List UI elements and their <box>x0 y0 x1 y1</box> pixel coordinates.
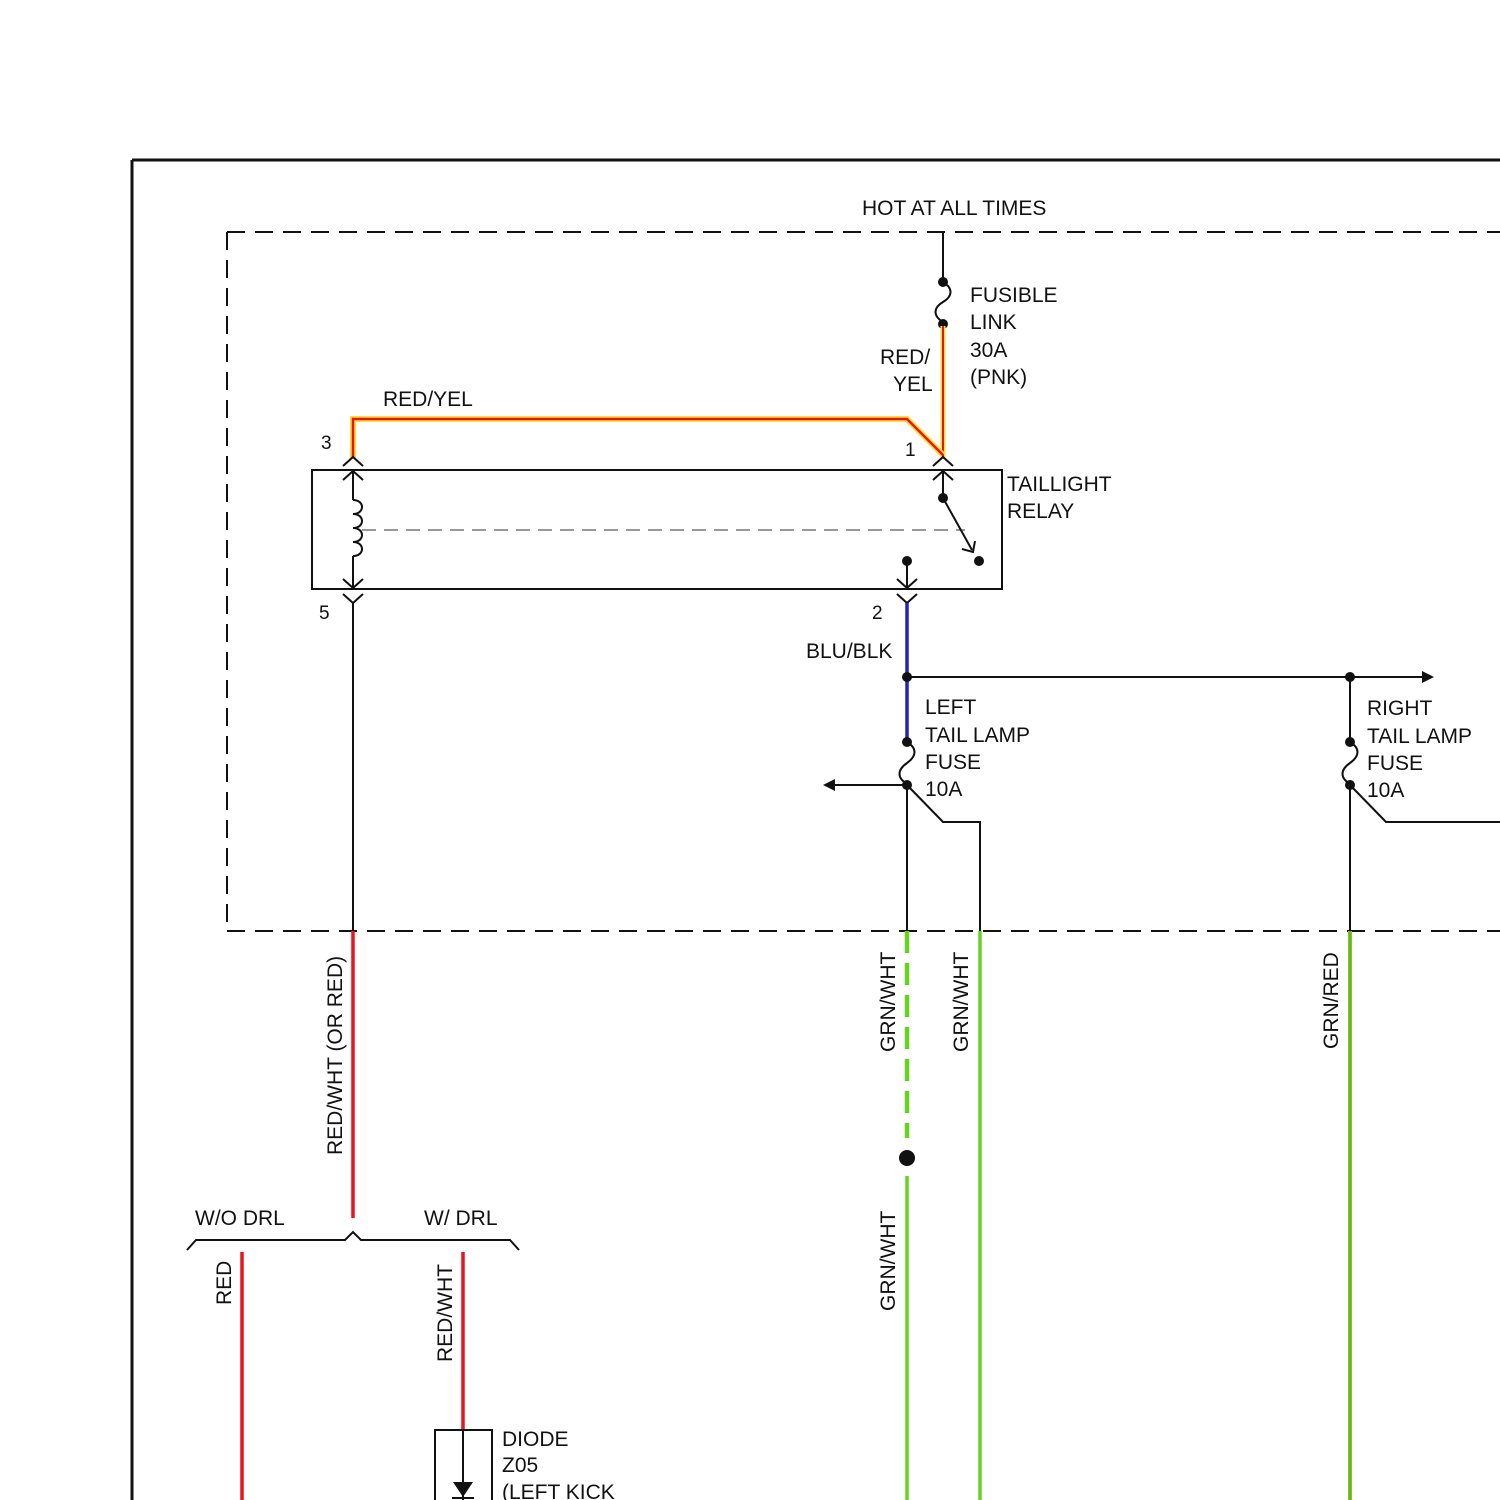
red-yel-label-2: YEL <box>893 373 933 396</box>
hot-at-all-times-label: HOT AT ALL TIMES <box>862 197 1046 220</box>
fuse-box-dashed-outline <box>227 232 1500 931</box>
fusible-link-label-1: FUSIBLE <box>970 284 1058 307</box>
pin-3-label: 3 <box>321 433 332 454</box>
wire-red-yel-top <box>353 419 943 458</box>
fusible-link-label-3: 30A <box>970 339 1007 362</box>
red-yel-label-1: RED/ <box>880 346 930 369</box>
grn-wht-label-2: GRN/WHT <box>950 952 973 1052</box>
taillight-relay <box>312 470 1002 589</box>
drl-option-bracket <box>187 1232 519 1250</box>
wo-drl-label: W/O DRL <box>195 1207 285 1230</box>
taillight-relay-label-1: TAILLIGHT <box>1007 473 1112 496</box>
outer-frame <box>132 160 1500 1500</box>
left-fuse-label-3: FUSE <box>925 751 981 774</box>
w-drl-label: W/ DRL <box>424 1207 498 1230</box>
red-wht-or-red-label: RED/WHT (OR RED) <box>324 956 347 1155</box>
left-fuse-label-1: LEFT <box>925 696 977 719</box>
wire-grn-wht-dashed <box>899 931 915 1500</box>
diode-z05 <box>435 1430 492 1500</box>
red-label: RED <box>213 1261 236 1305</box>
red-yel-top-label: RED/YEL <box>383 388 473 411</box>
left-fuse-label-2: TAIL LAMP <box>925 724 1030 747</box>
fusible-link-label-4: (PNK) <box>970 366 1027 389</box>
right-fuse-label-1: RIGHT <box>1367 697 1433 720</box>
fusible-link-label-2: LINK <box>970 311 1017 334</box>
grn-red-label: GRN/RED <box>1320 952 1343 1049</box>
pin-5-label: 5 <box>319 603 330 624</box>
left-fuse-label-4: 10A <box>925 778 962 801</box>
grn-wht-label-3: GRN/WHT <box>877 1211 900 1311</box>
blu-blk-label: BLU/BLK <box>806 640 892 663</box>
right-fuse-label-2: TAIL LAMP <box>1367 725 1472 748</box>
grn-wht-label-1: GRN/WHT <box>877 952 900 1052</box>
diode-label-2: Z05 <box>502 1454 538 1477</box>
red-wht-label: RED/WHT <box>434 1264 457 1362</box>
taillight-relay-label-2: RELAY <box>1007 500 1074 523</box>
right-fuse-label-4: 10A <box>1367 779 1404 802</box>
fusible-link-symbol <box>936 277 951 329</box>
right-fuse-label-3: FUSE <box>1367 752 1423 775</box>
diode-label-1: DIODE <box>502 1428 569 1451</box>
pin-2-label: 2 <box>872 603 883 624</box>
diode-label-3: (LEFT KICK <box>502 1481 615 1500</box>
pin-1-label: 1 <box>905 440 916 461</box>
